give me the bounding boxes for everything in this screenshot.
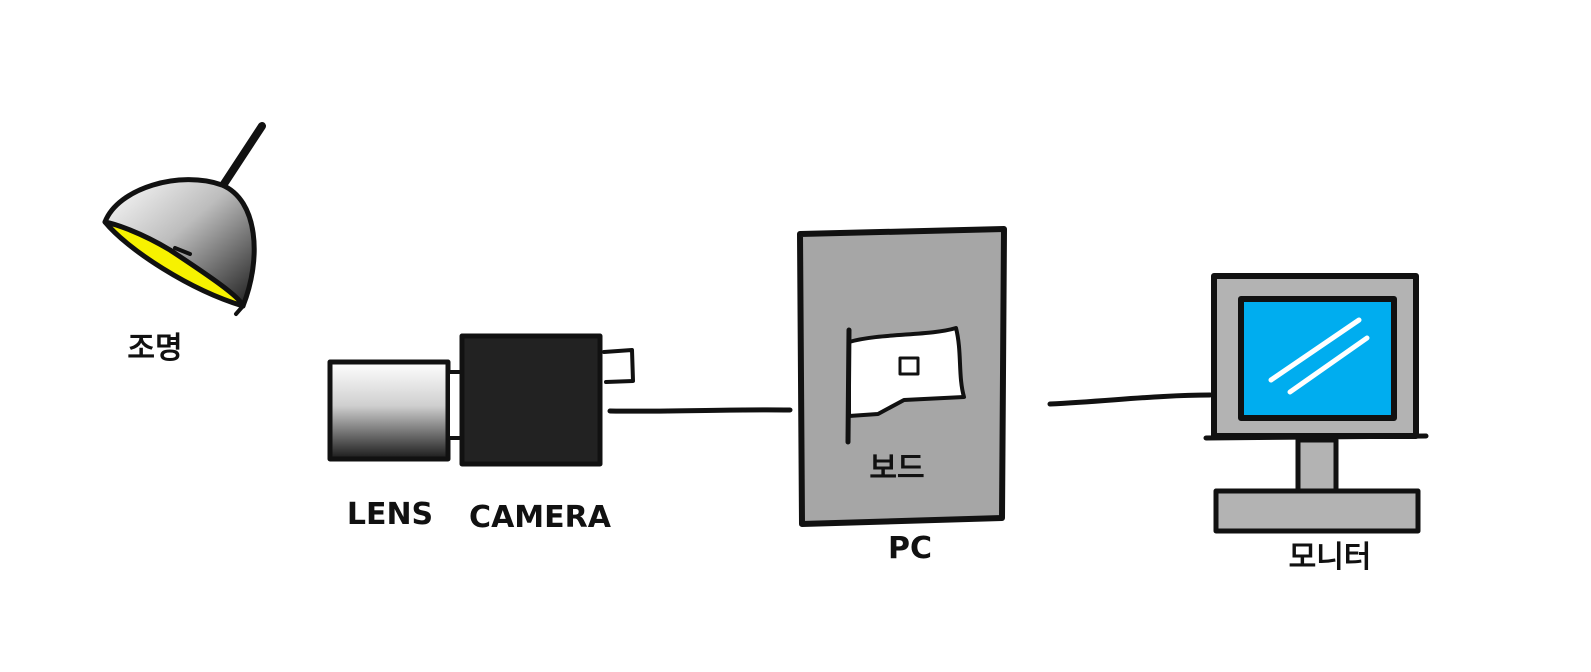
lamp-icon (102, 122, 266, 316)
pc-label: PC (888, 531, 932, 566)
monitor-label: 모니터 (1289, 540, 1372, 575)
monitor-icon (1203, 273, 1429, 534)
lighting-label: 조명 (127, 331, 182, 366)
pc-to-monitor-cable (1047, 392, 1213, 407)
lens-label: LENS (347, 497, 433, 532)
board-label: 보드 (869, 451, 924, 486)
lens-icon (327, 359, 464, 462)
camera-icon (459, 333, 635, 467)
board-card-icon (845, 326, 966, 445)
camera-label: CAMERA (469, 500, 612, 535)
camera-to-pc-cable (607, 407, 793, 414)
